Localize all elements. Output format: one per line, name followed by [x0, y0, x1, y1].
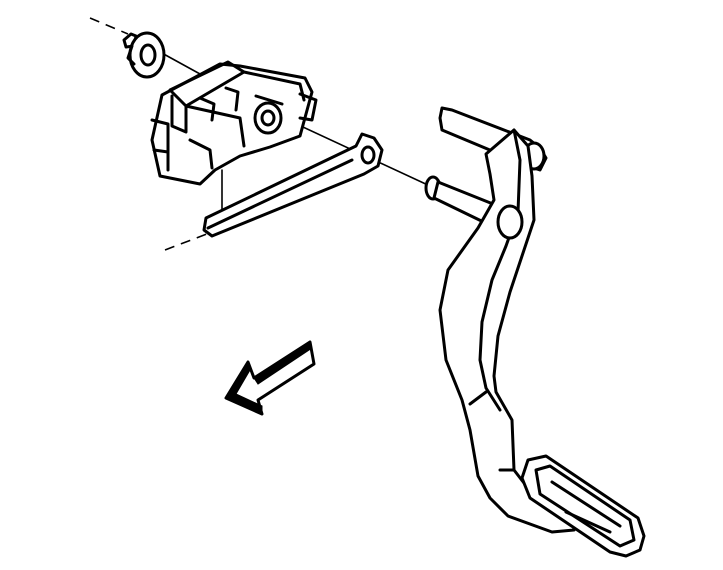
pedal-link-icon [202, 132, 384, 238]
direction-arrow-icon [224, 340, 316, 416]
upper-axis-dash [89, 17, 129, 35]
nut-icon [122, 31, 166, 79]
lower-axis-dash [164, 231, 213, 251]
brake-pedal-icon [438, 106, 646, 558]
sensor-bracket-icon [150, 60, 318, 227]
